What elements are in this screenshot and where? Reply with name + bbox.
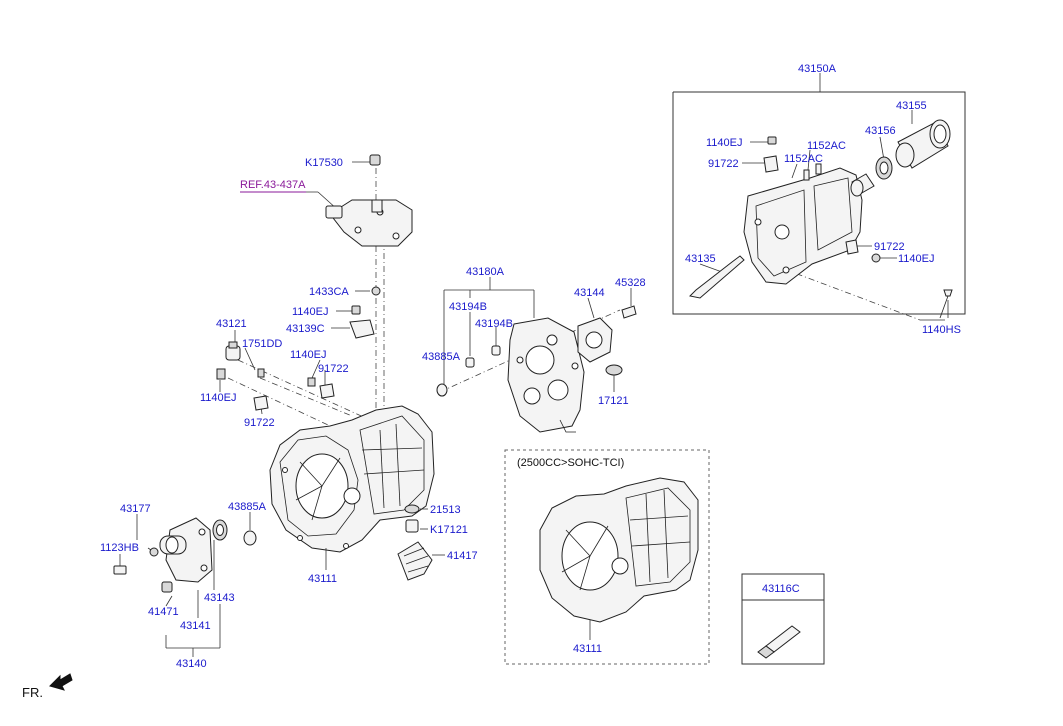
washer-43177[interactable] (149, 547, 159, 557)
callout-43194B-a: 43194B (449, 301, 487, 313)
callout-41417: 41417 (447, 550, 478, 562)
callout-43885A-a: 43885A (422, 351, 461, 363)
boot-41417[interactable] (397, 541, 433, 581)
callout-43150A: 43150A (798, 63, 837, 75)
variant-note: (2500CC>SOHC-TCI) (517, 457, 624, 469)
plug-K17121[interactable] (405, 519, 419, 533)
bearing-retainer-group: 43177 1123HB 41471 43143 43141 43140 (100, 503, 235, 670)
callout-43116C: 43116C (762, 583, 800, 595)
intermediate-plate-43180A[interactable] (507, 317, 585, 433)
callout-91722-c: 91722 (318, 363, 349, 375)
shift-control-housing-ref[interactable] (325, 199, 413, 247)
callout-1140EJ-b: 1140EJ (898, 253, 935, 265)
bolt-1140EJ-right[interactable] (871, 253, 881, 263)
vent-plug-K17530[interactable] (369, 154, 381, 166)
sealant-box-frame (741, 573, 825, 665)
extension-housing-group-box (672, 91, 966, 315)
seal-43143[interactable] (212, 519, 228, 541)
sealant-box: 43116C (741, 573, 825, 665)
bracket-91722-top[interactable] (763, 155, 779, 173)
bolt-1140HS[interactable] (939, 289, 953, 319)
front-direction-indicator: FR. (22, 673, 73, 700)
extension-housing[interactable] (743, 167, 863, 285)
callout-1123HB: 1123HB (100, 542, 139, 554)
callout-1140EJ-a: 1140EJ (706, 137, 743, 149)
callout-43885A-b: 43885A (228, 501, 267, 513)
callout-43140: 43140 (176, 658, 207, 670)
callout-91722-a: 91722 (708, 158, 739, 170)
bolt-1140EJ-top[interactable] (767, 136, 777, 145)
bolt-1140EJ-d[interactable] (307, 377, 316, 387)
callout-43194B-b: 43194B (475, 318, 513, 330)
transmission-case-group: 21513 K17121 41417 43111 43885A (228, 405, 478, 585)
callout-43180A: 43180A (466, 266, 505, 278)
reference-label[interactable]: REF.43-437A (240, 179, 306, 191)
callout-43111-b: 43111 (573, 643, 602, 655)
dowel-pins-1152AC[interactable] (803, 163, 822, 181)
extension-housing-group: 43150A 43155 43156 1140EJ 1152AC 1152AC … (672, 63, 966, 336)
callout-41471: 41471 (148, 606, 179, 618)
callout-43121: 43121 (216, 318, 247, 330)
callout-43135: 43135 (685, 253, 716, 265)
variant-box-frame (504, 449, 710, 665)
bushing-cylinder[interactable] (850, 173, 875, 197)
sensor-43121[interactable] (225, 341, 241, 361)
plug-21513[interactable] (404, 504, 420, 514)
variant-case-box: (2500CC>SOHC-TCI) 43111 (504, 449, 710, 665)
callout-43141: 43141 (180, 620, 211, 632)
bracket-91722-c[interactable] (319, 383, 335, 399)
callout-43144: 43144 (574, 287, 605, 299)
callout-1152AC-b: 1152AC (784, 153, 823, 165)
callout-91722-d: 91722 (244, 417, 275, 429)
rear-seal-43156[interactable] (875, 156, 893, 180)
direction-label: FR. (22, 685, 43, 700)
callout-43177: 43177 (120, 503, 151, 515)
dowel-43194B-a[interactable] (465, 357, 475, 368)
bushing-43885A-b[interactable] (243, 530, 257, 546)
bolt-1751DD[interactable] (257, 368, 265, 378)
dust-cover-43155[interactable] (895, 119, 951, 169)
shift-control-group: K17530 REF.43-437A 1433CA (240, 154, 413, 420)
callout-1140EJ-e: 1140EJ (200, 392, 237, 404)
bolt-1140EJ-e[interactable] (216, 368, 226, 380)
lever-43135[interactable] (688, 255, 745, 299)
transmission-case-43111-variant[interactable] (539, 477, 699, 623)
bracket-43139C[interactable] (349, 319, 375, 339)
callout-43111-a: 43111 (308, 573, 337, 585)
callout-43155: 43155 (896, 100, 927, 112)
callout-K17530: K17530 (305, 157, 343, 169)
callout-K17121: K17121 (430, 524, 468, 536)
callout-1433CA: 1433CA (309, 286, 349, 298)
bolt-1140EJ-c[interactable] (351, 305, 361, 315)
callout-1140EJ-c: 1140EJ (292, 306, 329, 318)
callout-17121: 17121 (598, 395, 629, 407)
callout-1140HS: 1140HS (922, 324, 961, 336)
callout-91722-b: 91722 (874, 241, 905, 253)
bracket-91722-d[interactable] (253, 395, 269, 411)
callout-43156: 43156 (865, 125, 896, 137)
callout-43143: 43143 (204, 592, 235, 604)
callout-1152AC-a: 1152AC (807, 140, 846, 152)
bracket-91722-right[interactable] (845, 239, 859, 255)
cover-43144[interactable] (577, 317, 613, 363)
front-arrow-icon (49, 673, 73, 691)
callout-1751DD: 1751DD (242, 338, 282, 350)
sealant-tube-43116C[interactable] (757, 625, 801, 659)
bolt-45328[interactable] (621, 305, 637, 319)
seal-17121[interactable] (605, 364, 623, 376)
bushing-43885A-a[interactable] (436, 383, 448, 397)
left-small-parts: 1140EJ 43139C 43121 1751DD 1140EJ 91722 … (200, 305, 375, 441)
transmission-case-43111[interactable] (269, 405, 435, 553)
bearing-retainer-43141[interactable] (159, 517, 213, 583)
intermediate-plate-group: 43180A 43194B 43194B 43885A 43144 45328 … (422, 266, 646, 433)
callout-43139C: 43139C (286, 323, 325, 335)
callout-1140EJ-d: 1140EJ (290, 349, 327, 361)
callout-45328: 45328 (615, 277, 646, 289)
dowel-43194B-b[interactable] (491, 345, 501, 356)
plug-1433CA[interactable] (371, 286, 381, 296)
bolt-1123HB[interactable] (113, 565, 127, 575)
plug-41471[interactable] (161, 581, 173, 593)
callout-21513: 21513 (430, 504, 461, 516)
